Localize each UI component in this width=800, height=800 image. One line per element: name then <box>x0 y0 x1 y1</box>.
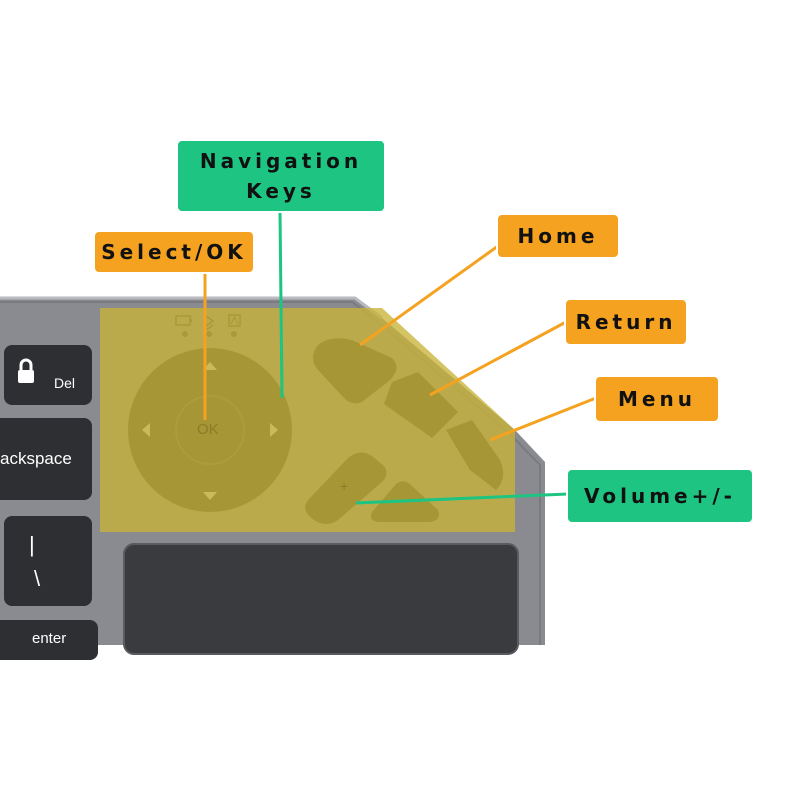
navigation-keys-leader <box>278 211 284 399</box>
del-key-label: Del <box>54 375 76 391</box>
lock-icon <box>18 358 34 383</box>
menu-callout: Menu <box>594 375 720 423</box>
touchpad <box>123 543 519 655</box>
del-key <box>4 345 92 405</box>
home-callout: Home <box>496 213 620 259</box>
volume-plus-label: + <box>340 478 349 494</box>
menu-leader <box>489 396 597 442</box>
select-ok-callout: Select/OK <box>93 230 255 274</box>
return-leader <box>429 320 567 397</box>
volume-callout: Volume+/- <box>566 468 754 524</box>
navigation-keys-callout: Navigation Keys <box>176 139 386 213</box>
ok-button-label: OK <box>197 421 219 438</box>
enter-key <box>0 620 98 660</box>
backslash-lower-label: \ <box>34 566 41 591</box>
enter-key-label: enter <box>32 630 67 647</box>
volume-leader <box>355 492 569 505</box>
backspace-key <box>0 418 92 500</box>
backslash-upper-label: | <box>29 532 35 557</box>
home-leader <box>359 244 499 347</box>
backspace-key-label: ackspace <box>0 449 72 468</box>
return-callout: Return <box>564 298 688 346</box>
backslash-key <box>4 516 92 606</box>
